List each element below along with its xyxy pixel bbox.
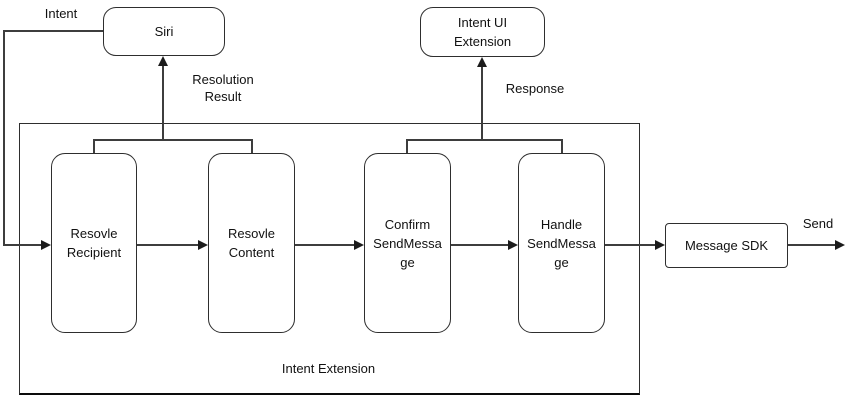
send-label: Send (802, 216, 834, 231)
resolve-content-node: Resovle Content (208, 153, 295, 333)
intent-arrowhead-icon (41, 240, 51, 250)
confirm-send-message-node: Confirm SendMessa ge (364, 153, 451, 333)
response-arrowhead-icon (477, 57, 487, 67)
flow-line-content-confirm (295, 244, 354, 246)
intent-connector-top-line (3, 30, 103, 32)
response-label: Response (505, 81, 565, 96)
flow-line-handle-sdk (605, 244, 655, 246)
resolution-arrowhead-icon (158, 56, 168, 66)
flow-arrowhead-handle-icon (508, 240, 518, 250)
send-arrowhead-icon (835, 240, 845, 250)
response-bracket-stub-right (561, 139, 563, 154)
resolution-bracket-line (93, 139, 253, 141)
resolution-result-label: Resolution Result (192, 72, 254, 104)
flow-arrowhead-confirm-icon (354, 240, 364, 250)
response-arrow-line (481, 65, 483, 141)
intent-extension-container (19, 123, 640, 395)
flow-line-confirm-handle (451, 244, 508, 246)
intent-extension-label: Intent Extension (281, 361, 376, 376)
resolution-arrow-line (162, 64, 164, 141)
intent-connector-bottom-line (3, 244, 41, 246)
flow-line-recipient-content (137, 244, 198, 246)
flow-arrowhead-sdk-icon (655, 240, 665, 250)
resolve-recipient-node: Resovle Recipient (51, 153, 137, 333)
response-bracket-stub-left (406, 139, 408, 154)
flow-arrowhead-content-icon (198, 240, 208, 250)
resolution-bracket-stub-right (251, 139, 253, 154)
intent-ui-extension-node: Intent UI Extension (420, 7, 545, 57)
intent-label: Intent (44, 6, 78, 21)
handle-send-message-node: Handle SendMessa ge (518, 153, 605, 333)
response-bracket-line (406, 139, 563, 141)
intent-connector-left-line (3, 30, 5, 246)
send-arrow-line (788, 244, 835, 246)
message-sdk-node: Message SDK (665, 223, 788, 268)
siri-node: Siri (103, 7, 225, 56)
resolution-bracket-stub-left (93, 139, 95, 154)
